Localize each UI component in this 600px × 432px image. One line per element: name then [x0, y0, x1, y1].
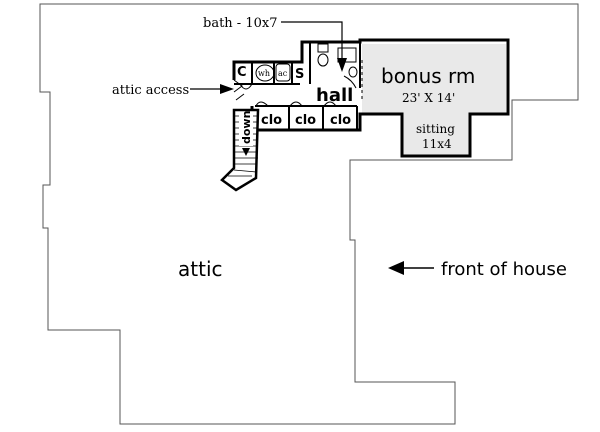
bonus-room-label: bonus rm [381, 64, 475, 88]
bath-fixtures [317, 43, 358, 78]
attic-access-opening [233, 79, 245, 101]
bonus-room-size: 23' X 14' [402, 91, 455, 105]
closet-c-label: C [237, 65, 247, 80]
bath-arrow [281, 21, 347, 72]
closet-1-label: clo [261, 113, 282, 128]
mechanical-units [255, 63, 291, 82]
bath-label: bath - 10x7 [203, 16, 277, 31]
stairs-down-label: down [240, 111, 253, 144]
ac-label: ac [278, 69, 288, 78]
storage-s-label: S [295, 67, 304, 82]
closet-2-label: clo [295, 113, 316, 128]
attic-access-arrow [190, 84, 234, 94]
bonus-room-fill [362, 44, 506, 114]
attic-access-label: attic access [112, 83, 189, 98]
closet-3-label: clo [330, 113, 351, 128]
stairs [220, 108, 260, 192]
sitting-size: 11x4 [422, 137, 452, 151]
water-heater-label: wh [258, 69, 270, 78]
attic-outline [39, 3, 579, 425]
front-of-house-arrow [388, 261, 434, 275]
sitting-label: sitting [416, 122, 455, 136]
hall-label: hall [316, 85, 353, 106]
front-of-house-label: front of house [441, 259, 567, 280]
sitting-fill [402, 114, 470, 156]
attic-label: attic [178, 257, 223, 281]
